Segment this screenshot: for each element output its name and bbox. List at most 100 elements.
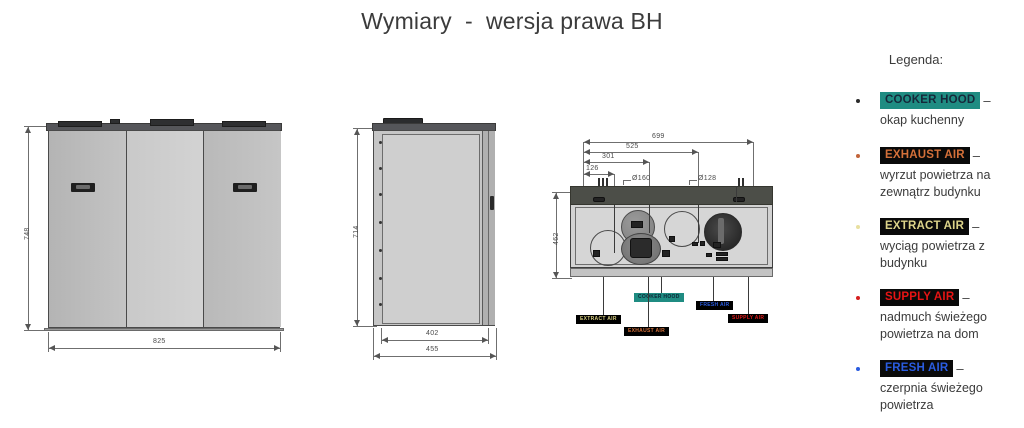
small-block <box>716 252 728 256</box>
side-inner-arrow-right <box>482 337 488 343</box>
small-block <box>716 257 728 261</box>
front-width-arrow-left <box>49 345 55 351</box>
small-block <box>669 236 675 242</box>
legend-panel: Legenda: COOKER HOOD– okap kuchenny EXHA… <box>828 52 1024 428</box>
callout-supply-air: SUPPLY AIR <box>728 314 769 323</box>
top-126-ext-left <box>583 142 584 174</box>
front-view-drawing: 748 825 <box>0 0 320 380</box>
legend-desc-cooker-hood: okap kuchenny <box>880 113 965 127</box>
side-screw <box>379 167 382 170</box>
small-block <box>713 242 721 248</box>
top-126-label: 126 <box>586 165 599 172</box>
front-panel-right <box>204 131 281 327</box>
top-301-dimline <box>583 162 649 163</box>
front-height-tick-top <box>24 126 50 127</box>
top-nub <box>738 178 740 186</box>
side-height-label: 714 <box>353 225 360 238</box>
top-525-label: 525 <box>626 143 639 150</box>
top-126-arrow-right <box>608 171 614 177</box>
front-top-nub-mid-small <box>110 119 120 124</box>
front-width-label: 825 <box>153 338 166 345</box>
legend-label-row: EXTRACT AIR– <box>880 218 979 236</box>
front-height-arrow-bottom <box>25 324 31 330</box>
side-screw <box>379 249 382 252</box>
front-height-tick-bottom <box>24 330 50 331</box>
top-connector-left <box>593 197 605 202</box>
legend-title: Legenda: <box>888 52 944 67</box>
legend-label-row: FRESH AIR– <box>880 360 964 378</box>
top-699-dimline <box>583 142 753 143</box>
small-block <box>692 242 698 246</box>
legend-desc-fresh-air: czerpnia świeżego powietrza <box>880 381 983 412</box>
callout-cooker-leader <box>661 277 662 293</box>
top-126-dimline <box>583 174 614 175</box>
legend-badge-exhaust-air: EXHAUST AIR <box>880 147 970 165</box>
side-outer-label: 455 <box>426 346 439 353</box>
side-outer-tick-left <box>373 328 374 360</box>
side-height-tick-top <box>353 128 377 129</box>
leader-699 <box>736 186 737 202</box>
legend-bullet-icon <box>856 225 860 229</box>
small-block <box>593 250 600 257</box>
legend-desc-extract-air: wyciąg powietrza z budynku <box>880 239 985 270</box>
top-699-label: 699 <box>652 133 665 140</box>
top-nub <box>606 178 608 186</box>
top-dark-strip <box>570 186 773 205</box>
legend-badge-supply-air: SUPPLY AIR <box>880 289 960 307</box>
top-462-tick-bottom <box>552 278 572 279</box>
front-height-arrow-top <box>25 127 31 133</box>
port-circle-right <box>664 211 700 247</box>
side-outer-dimline <box>373 356 496 357</box>
fan-blade <box>718 218 724 244</box>
side-screw <box>379 303 382 306</box>
top-nub <box>742 178 744 186</box>
front-height-dimline <box>28 126 29 330</box>
front-top-nub-left <box>58 121 102 127</box>
side-inner-dimline <box>381 340 488 341</box>
front-width-tick-left <box>48 332 49 352</box>
small-block <box>662 250 670 257</box>
side-screw <box>379 141 382 144</box>
front-height-label: 748 <box>24 227 31 240</box>
legend-bullet-icon <box>856 296 860 300</box>
top-699-ext-right <box>753 142 754 186</box>
legend-dash: – <box>956 361 964 377</box>
top-301-label: 301 <box>602 153 615 160</box>
side-cabinet-body <box>373 130 495 326</box>
top-126-arrow-left <box>584 171 590 177</box>
callout-exhaust-air: EXHAUST AIR <box>624 327 670 336</box>
front-handle-left <box>71 183 95 192</box>
small-block <box>700 241 705 246</box>
top-699-arrow-left <box>584 139 590 145</box>
side-height-arrow-bottom <box>354 320 360 326</box>
front-base-rail <box>44 328 284 331</box>
legend-dash: – <box>972 219 980 235</box>
callout-exhaust-leader <box>648 277 649 327</box>
top-462-arrow-top <box>553 193 559 199</box>
side-height-dimline <box>357 128 358 326</box>
side-outer-tick-right <box>496 328 497 360</box>
side-inner-tick-left <box>381 328 382 344</box>
front-width-tick-right <box>280 332 281 352</box>
legend-badge-cooker-hood: COOKER HOOD <box>880 92 981 110</box>
callout-fresh-leader <box>713 277 714 301</box>
callout-supply-leader <box>748 277 749 314</box>
top-525-arrow-left <box>584 149 590 155</box>
leader-301 <box>649 205 650 233</box>
legend-dash: – <box>983 93 991 109</box>
side-screw <box>379 193 382 196</box>
top-d128-label: Ø128 <box>698 175 717 182</box>
side-right-band <box>482 131 495 325</box>
side-height-tick-bottom <box>353 326 377 327</box>
top-525-arrow-right <box>692 149 698 155</box>
top-462-arrow-bottom <box>553 272 559 278</box>
leader-126 <box>614 205 615 253</box>
top-301-arrow-left <box>584 159 590 165</box>
side-screw <box>379 221 382 224</box>
top-d128-leader <box>689 180 697 181</box>
top-face-plate <box>575 207 768 266</box>
callout-extract-air: EXTRACT AIR <box>576 315 621 324</box>
side-view-drawing: 714 402 455 <box>340 0 550 380</box>
top-d128-leader-tick <box>689 180 690 185</box>
top-d160-leader-tick <box>623 180 624 185</box>
